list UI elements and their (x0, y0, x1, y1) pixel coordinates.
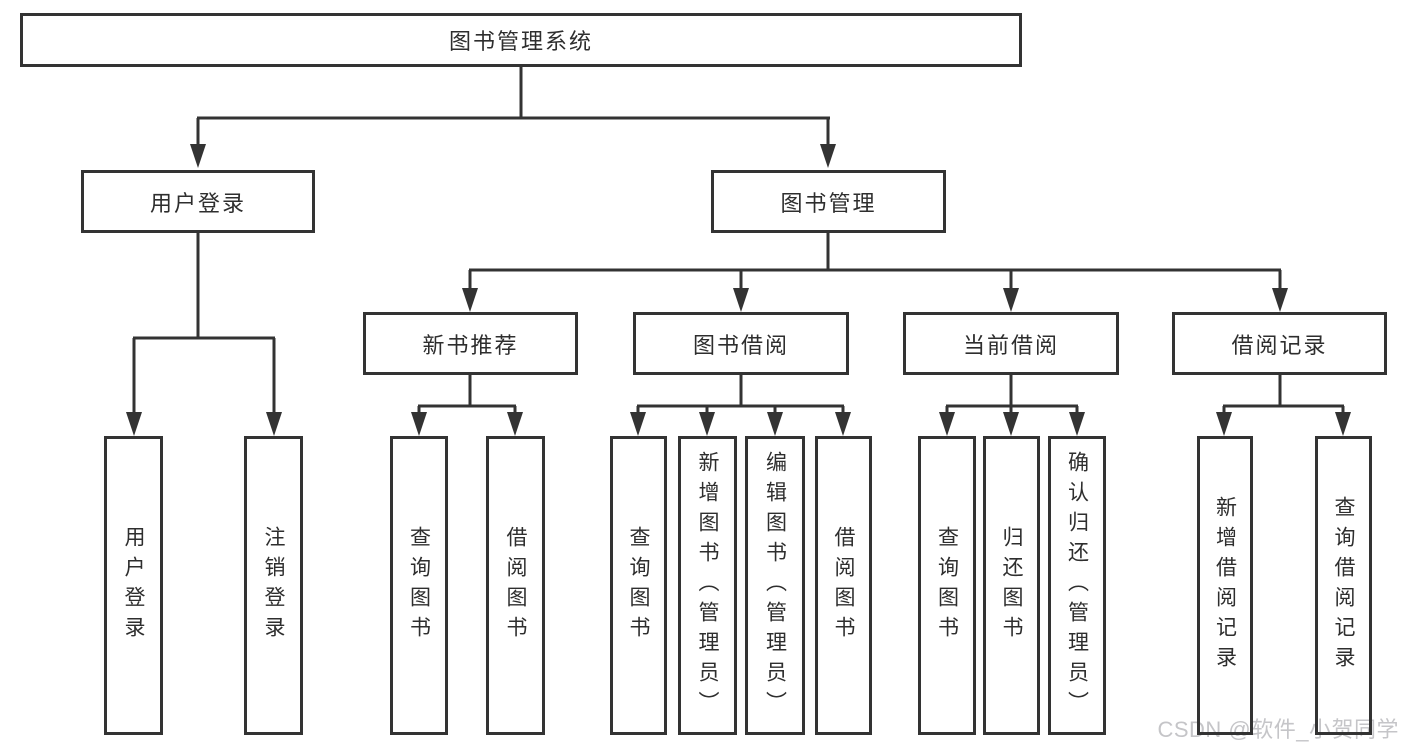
arrowheads (126, 144, 1351, 436)
node-label: 查询图书 (407, 525, 431, 646)
leaf-add-book-admin: 新增图书（管理员） (678, 436, 737, 735)
node-current-borrowing: 当前借阅 (903, 312, 1119, 375)
node-label: 借阅图书 (832, 525, 855, 646)
node-label: 图书管理 (780, 190, 877, 216)
node-label: 新增借阅记录 (1213, 495, 1237, 676)
node-label: 新书推荐 (422, 332, 519, 358)
node-label: 归还图书 (1000, 525, 1023, 646)
leaf-borrow-books-borrowing: 借阅图书 (815, 436, 872, 735)
node-label: 注销登录 (262, 525, 285, 646)
node-label: 查询图书 (935, 525, 959, 646)
node-label: 查询图书 (627, 525, 650, 646)
node-label: 图书借阅 (692, 332, 789, 358)
leaf-edit-book-admin: 编辑图书（管理员） (745, 436, 805, 735)
leaf-confirm-return-admin: 确认归还（管理员） (1048, 436, 1106, 735)
leaf-query-borrow-record: 查询借阅记录 (1315, 436, 1372, 735)
node-book-management: 图书管理 (711, 170, 946, 233)
leaf-query-books-borrowing: 查询图书 (610, 436, 667, 735)
node-label: 编辑图书（管理员） (763, 450, 787, 721)
leaf-query-books-recommend: 查询图书 (390, 436, 448, 735)
node-label: 用户登录 (149, 190, 246, 216)
leaf-user-login: 用户登录 (104, 436, 163, 735)
node-label: 确认归还（管理员） (1065, 450, 1089, 721)
node-label: 借阅图书 (504, 525, 527, 646)
node-label: 借阅记录 (1231, 332, 1328, 358)
node-label: 当前借阅 (962, 332, 1059, 358)
node-label: 用户登录 (122, 525, 145, 646)
leaf-return-books: 归还图书 (983, 436, 1040, 735)
node-book-borrowing: 图书借阅 (633, 312, 849, 375)
leaf-logout: 注销登录 (244, 436, 303, 735)
leaf-add-borrow-record: 新增借阅记录 (1197, 436, 1253, 735)
node-system-root: 图书管理系统 (20, 13, 1022, 67)
node-label: 查询借阅记录 (1332, 495, 1355, 676)
node-user-login: 用户登录 (81, 170, 315, 233)
node-borrowing-records: 借阅记录 (1172, 312, 1387, 375)
leaf-borrow-books-recommend: 借阅图书 (486, 436, 545, 735)
node-label: 图书管理系统 (448, 29, 593, 54)
node-new-book-recommendation: 新书推荐 (363, 312, 578, 375)
node-label: 新增图书（管理员） (696, 450, 719, 721)
leaf-query-books-current: 查询图书 (918, 436, 976, 735)
